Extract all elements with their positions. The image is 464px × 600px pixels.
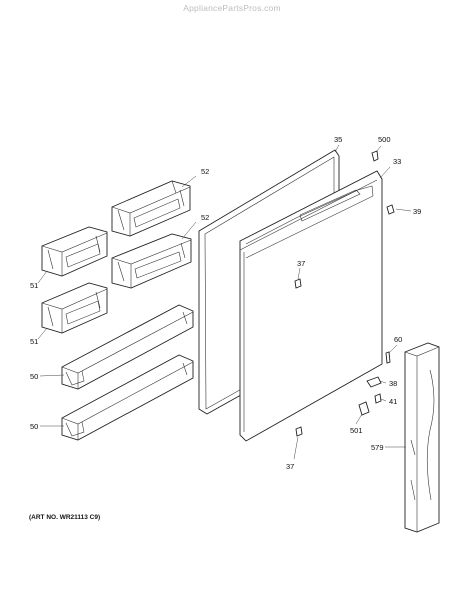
callout-38: 38	[389, 379, 397, 388]
callout-50-top: 50	[30, 372, 38, 381]
callout-37-bottom: 37	[286, 462, 294, 471]
door-bin-51-bottom	[41, 282, 108, 334]
door-shelf-50-bottom	[61, 354, 194, 441]
callout-52-top: 52	[201, 167, 209, 176]
door-shelf-50-top	[61, 304, 194, 390]
callout-50-bottom: 50	[30, 422, 38, 431]
door-bin-52-middle	[111, 233, 192, 289]
art-number: (ART NO. WR21113 C9)	[29, 514, 100, 521]
cap-500	[371, 150, 379, 162]
pin-60	[385, 351, 391, 364]
hinge-501	[358, 401, 370, 416]
callout-52-middle: 52	[201, 213, 209, 222]
callout-51-bottom: 51	[30, 337, 38, 346]
door-bin-51-top	[41, 226, 108, 277]
callout-51-top: 51	[30, 281, 38, 290]
door-stop-39	[386, 204, 395, 215]
screw-37-top	[294, 278, 302, 289]
hinge-38	[366, 376, 382, 388]
door-bin-52-top	[111, 180, 191, 237]
door-handle	[404, 342, 440, 533]
leader-lines	[37, 144, 412, 460]
callout-33: 33	[393, 157, 401, 166]
callout-501: 501	[350, 426, 363, 435]
callout-39: 39	[413, 207, 421, 216]
callout-579: 579	[371, 443, 384, 452]
screw-37-bottom	[295, 426, 303, 437]
callout-500: 500	[378, 135, 391, 144]
door-assembly	[239, 170, 383, 442]
callout-37-top: 37	[297, 259, 305, 268]
callout-41: 41	[389, 397, 397, 406]
cap-41	[374, 393, 382, 404]
callout-35: 35	[334, 135, 342, 144]
callout-60: 60	[394, 335, 402, 344]
watermark: AppliancePartsPros.com	[183, 3, 281, 13]
callout-labels: 35 500 33 39 52 52 51 51 37 37 50 50 60 …	[30, 135, 421, 471]
